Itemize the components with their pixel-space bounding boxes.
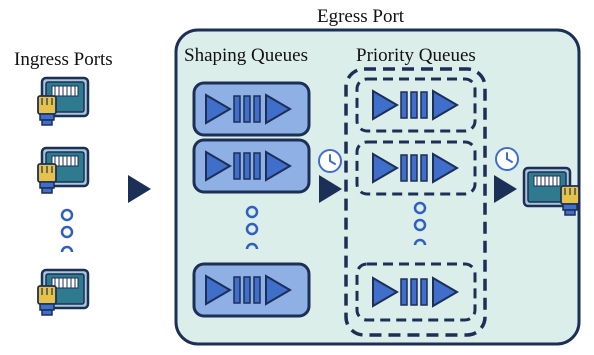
shaping-queue-1	[192, 81, 311, 137]
priority-queue-3	[355, 262, 477, 322]
shaping-ellipsis-icon	[245, 205, 259, 250]
priority-ellipsis-icon	[413, 201, 427, 246]
priority-queue-2	[355, 140, 477, 196]
priority-to-egress-arrow-icon	[494, 175, 517, 203]
shaping-clock-icon	[318, 149, 342, 173]
ingress-ellipsis-icon	[60, 208, 74, 253]
shaping-queues-label: Shaping Queues	[184, 45, 309, 66]
shaping-to-priority-arrow-icon	[319, 175, 342, 203]
priority-queues-group	[344, 67, 487, 337]
ingress-arrow-icon	[128, 175, 151, 203]
shaping-queue-3	[192, 262, 311, 318]
ingress-ports-label: Ingress Ports	[14, 49, 113, 70]
priority-clock-icon	[495, 147, 519, 171]
shaping-queue-2	[192, 138, 311, 194]
priority-queues-label: Priority Queues	[356, 45, 476, 66]
egress-port-title: Egress Port	[317, 6, 405, 27]
ingress-port-2-icon	[37, 146, 90, 194]
priority-queue-1	[355, 77, 477, 133]
ingress-port-1-icon	[37, 76, 90, 126]
ingress-port-3-icon	[37, 268, 90, 316]
